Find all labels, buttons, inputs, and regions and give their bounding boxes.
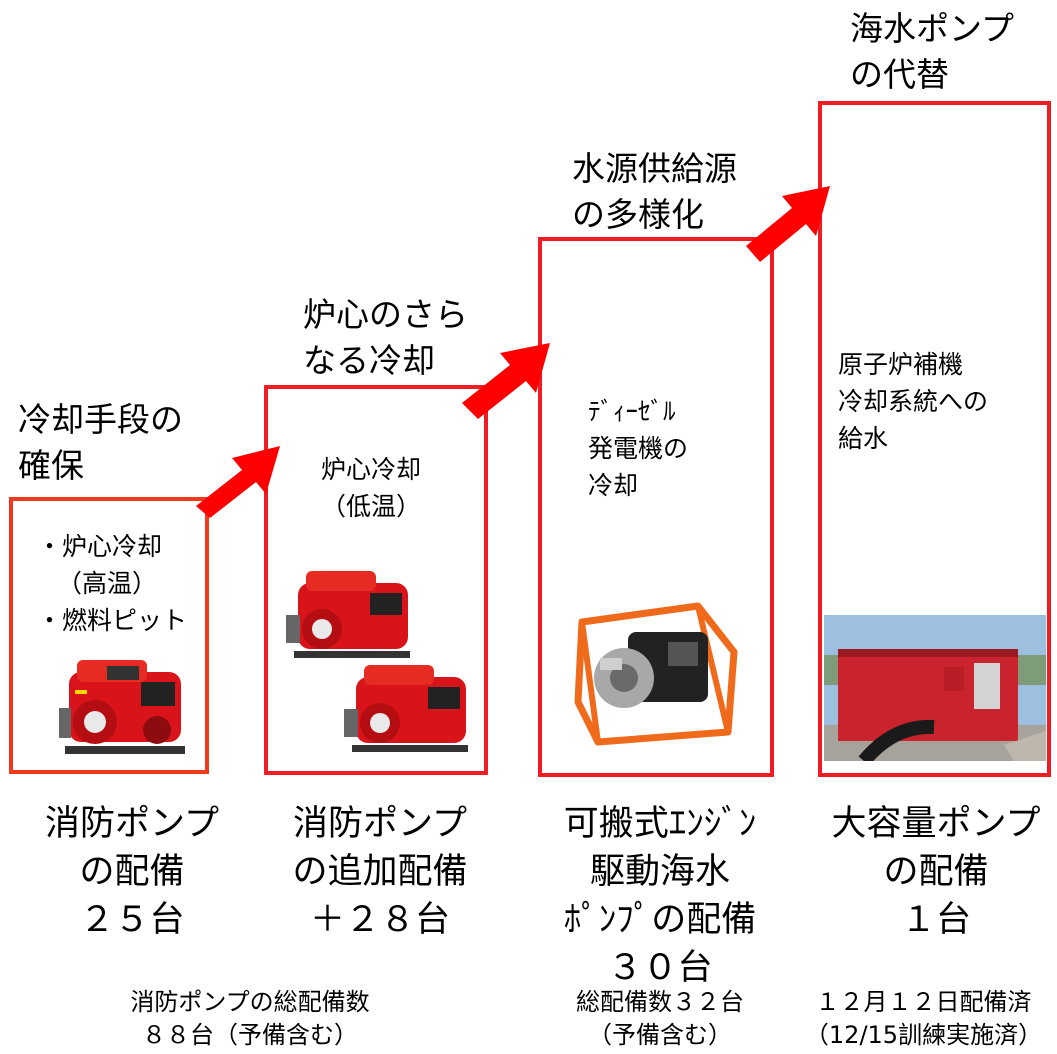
stage-2-box-text: 炉心冷却 （低温） [321, 455, 422, 521]
arrow-stage3-to-4 [746, 186, 830, 262]
arrow-stage1-to-2 [196, 446, 280, 518]
stage-4-box-text: 原子炉補機 冷却系統への 給水 [838, 350, 989, 453]
stage-3-box-text: ﾃﾞｨｰｾﾞﾙ 発電機の 冷却 [588, 397, 689, 500]
arrow-stage2-to-3 [462, 343, 550, 419]
container-pump-photo [824, 615, 1046, 761]
stage-2-heading: 炉心のさら なる冷却 [303, 295, 468, 380]
fire-pump-pair-icon [286, 571, 468, 752]
stage-1-box [9, 497, 209, 774]
stage-2-box [264, 385, 488, 775]
stage-3-caption: 可搬式ｴﾝｼﾞﾝ 駆動海水 ﾎﾟﾝﾌﾟの配備 ３０台 [563, 804, 757, 988]
fire-pump-total-note: 消防ポンプの総配備数 ８８台（予備含む） [130, 988, 370, 1049]
stage-3-heading: 水源供給源 の多様化 [572, 149, 737, 234]
stage-1-box-text: ・炉心冷却 （高温） ・燃料ピット [37, 532, 188, 635]
stage-4-heading: 海水ポンプ の代替 [850, 9, 1015, 94]
stage-1-caption: 消防ポンプ の配備 ２５台 [45, 804, 219, 940]
engine-pump-icon [574, 602, 738, 746]
stage-3-box [538, 237, 774, 777]
stage-4-box [818, 101, 1051, 777]
stage-2-caption: 消防ポンプ の追加配備 ＋２８台 [292, 804, 468, 940]
large-pump-status-note: １２月１２日配備済 （12/15訓練実施済） [804, 988, 1043, 1049]
engine-pump-total-note: 総配備数３２台 （予備含む） [576, 988, 744, 1049]
stage-1-heading: 冷却手段の 確保 [18, 400, 183, 485]
fire-pump-icon [59, 660, 185, 754]
stage-4-caption: 大容量ポンプ の配備 １台 [831, 804, 1041, 940]
